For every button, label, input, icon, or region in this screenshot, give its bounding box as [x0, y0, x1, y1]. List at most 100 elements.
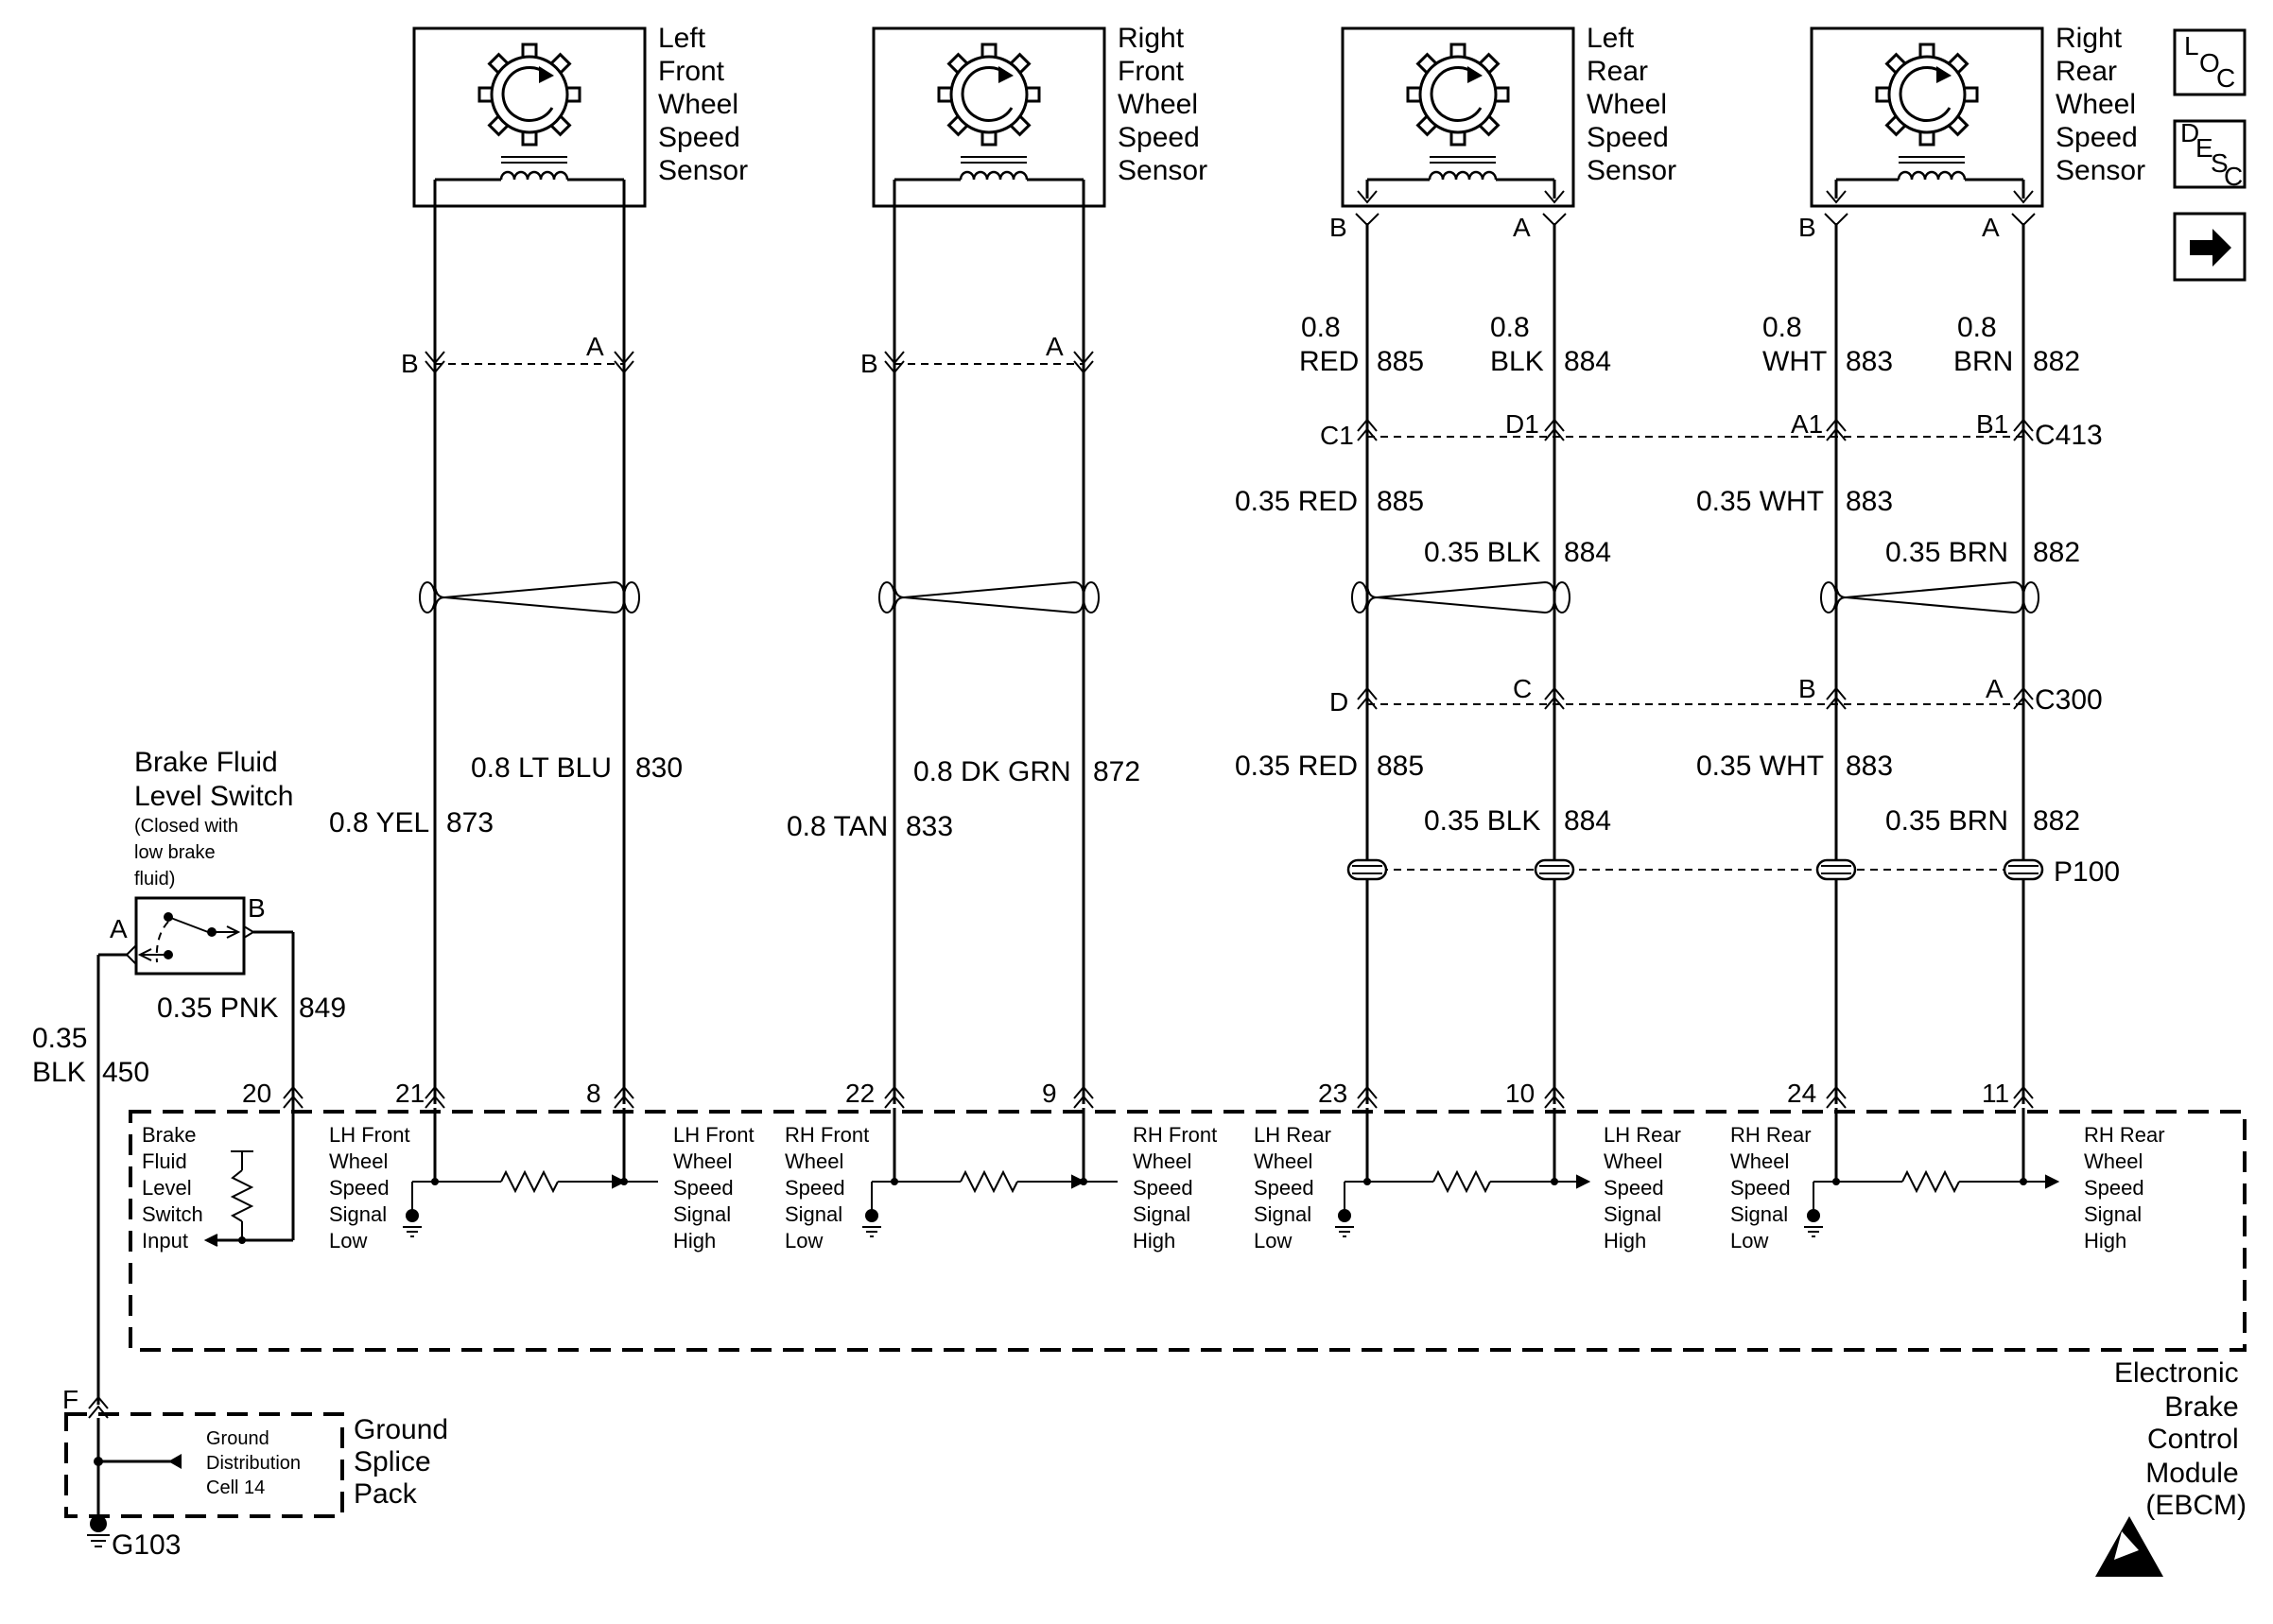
svg-text:0.35 BLK: 0.35 BLK: [1424, 805, 1540, 837]
svg-text:849: 849: [299, 993, 346, 1024]
svg-text:0.8 TAN: 0.8 TAN: [787, 811, 888, 842]
splice-p100: P100: [1346, 856, 2120, 888]
rear-sensor-pins: B A B A: [1329, 213, 2036, 242]
svg-text:885: 885: [1377, 486, 1424, 517]
rear-wire-labels-top: 0.8 RED 885 0.8 BLK 884 0.8 WHT 883 0.8 …: [1299, 312, 2080, 377]
svg-text:WHT: WHT: [1762, 346, 1827, 377]
svg-text:830: 830: [635, 752, 683, 784]
svg-text:B: B: [1798, 213, 1816, 242]
ground-pack-inner-label: Ground Distribution Cell 14: [206, 1428, 306, 1498]
svg-text:A: A: [1513, 213, 1531, 242]
ebcm-title: Electronic Brake Control Module (EBCM): [2114, 1357, 2247, 1521]
svg-text:0.8: 0.8: [1301, 312, 1341, 343]
svg-text:D1: D1: [1505, 409, 1539, 439]
ground-g103-label: G103: [112, 1529, 181, 1561]
pin-chevron: [2013, 1085, 2034, 1109]
ground-splice-pack: F Ground Distribution Cell 14 Ground Spl…: [62, 1385, 448, 1561]
twisted-pair-symbols: [419, 580, 2039, 614]
svg-text:B: B: [1329, 213, 1347, 242]
ebcm-signal-pair: [862, 1108, 1118, 1237]
svg-text:BLK: BLK: [32, 1057, 86, 1088]
pin-chevron: [1357, 1085, 1378, 1109]
svg-text:882: 882: [2033, 346, 2080, 377]
svg-text:873: 873: [446, 807, 494, 838]
svg-text:C1: C1: [1320, 421, 1354, 450]
svg-text:0.35 WHT: 0.35 WHT: [1696, 486, 1824, 517]
svg-text:885: 885: [1377, 346, 1424, 377]
svg-text:A: A: [1046, 332, 1064, 361]
svg-text:872: 872: [1093, 756, 1140, 787]
svg-text:0.8: 0.8: [1762, 312, 1802, 343]
svg-text:O: O: [2199, 48, 2220, 78]
svg-text:C413: C413: [2035, 420, 2103, 451]
svg-text:11: 11: [1982, 1079, 2009, 1108]
brake-switch-title: Brake Fluid Level Switch: [134, 747, 293, 812]
brake-fluid-switch: Brake Fluid Level Switch (Closed with lo…: [32, 747, 346, 1405]
sensor-right-rear: [1810, 26, 2044, 208]
svg-text:22: 22: [845, 1079, 875, 1108]
pin-chevron: [884, 1085, 905, 1109]
next-arrow-icon[interactable]: [2173, 212, 2247, 282]
svg-text:884: 884: [1564, 805, 1611, 837]
svg-text:883: 883: [1846, 751, 1893, 782]
desc-icon[interactable]: D E S C: [2173, 118, 2247, 191]
svg-text:A: A: [1982, 213, 2000, 242]
front-wire-labels: 0.8 YEL 873 0.8 LT BLU 830 0.8 TAN 833 0…: [329, 752, 1140, 842]
svg-text:D: D: [2180, 118, 2199, 147]
svg-text:F: F: [62, 1385, 78, 1414]
svg-text:9: 9: [1042, 1079, 1057, 1108]
svg-text:882: 882: [2033, 805, 2080, 837]
svg-text:RED: RED: [1299, 346, 1359, 377]
sensor-coil-symbols: [499, 156, 1967, 181]
svg-text:S: S: [2211, 148, 2229, 178]
ebcm-internal-circuits: [203, 1104, 295, 1247]
ebcm-signal-pairs: [403, 1108, 2060, 1237]
svg-text:0.35 BRN: 0.35 BRN: [1885, 537, 2008, 568]
svg-text:0.35 RED: 0.35 RED: [1235, 751, 1358, 782]
svg-text:E: E: [2195, 133, 2213, 163]
sensor-coil: [959, 156, 1029, 181]
wheel-sensor-gear-icon: [937, 43, 1041, 147]
sensor-label-rr: Right Rear Wheel Speed Sensor: [2056, 23, 2145, 186]
sensor-label-lr: Left Rear Wheel Speed Sensor: [1587, 23, 1676, 186]
sensor-label-lf: Left Front Wheel Speed Sensor: [658, 23, 748, 186]
svg-text:21: 21: [395, 1079, 425, 1108]
rear-wire-labels-mid: 0.35 RED 885 0.35 BLK 884 0.35 WHT 883 0…: [1235, 486, 2080, 568]
svg-text:A1: A1: [1791, 409, 1823, 439]
front-sensor-connectors: B A B A: [401, 332, 1094, 378]
svg-text:B: B: [248, 893, 266, 923]
svg-text:0.8 DK GRN: 0.8 DK GRN: [913, 756, 1071, 787]
sensor-coil: [499, 156, 569, 181]
ebcm-pin-numbers: 20 21 8 22 9 23 10 24 11: [242, 1079, 2009, 1108]
connector-c413: C1 D1 A1 B1 C413: [1320, 409, 2103, 451]
svg-text:B: B: [401, 349, 419, 378]
svg-text:B1: B1: [1976, 409, 2008, 439]
ebcm-signal-pair: [403, 1108, 658, 1237]
svg-text:0.35 BLK: 0.35 BLK: [1424, 537, 1540, 568]
loc-icon[interactable]: L O C: [2173, 28, 2247, 96]
ebcm-pin-chevrons: [283, 1085, 2034, 1109]
svg-text:C: C: [1513, 674, 1532, 703]
svg-text:A: A: [586, 332, 604, 361]
svg-text:D: D: [1329, 687, 1348, 717]
svg-text:C: C: [2224, 162, 2243, 191]
svg-text:885: 885: [1377, 751, 1424, 782]
svg-text:0.35 WHT: 0.35 WHT: [1696, 751, 1824, 782]
svg-text:23: 23: [1318, 1079, 1347, 1108]
svg-text:883: 883: [1846, 346, 1893, 377]
svg-text:0.8: 0.8: [1490, 312, 1530, 343]
svg-text:B: B: [1798, 674, 1816, 703]
svg-text:24: 24: [1787, 1079, 1816, 1108]
svg-text:450: 450: [102, 1057, 149, 1088]
